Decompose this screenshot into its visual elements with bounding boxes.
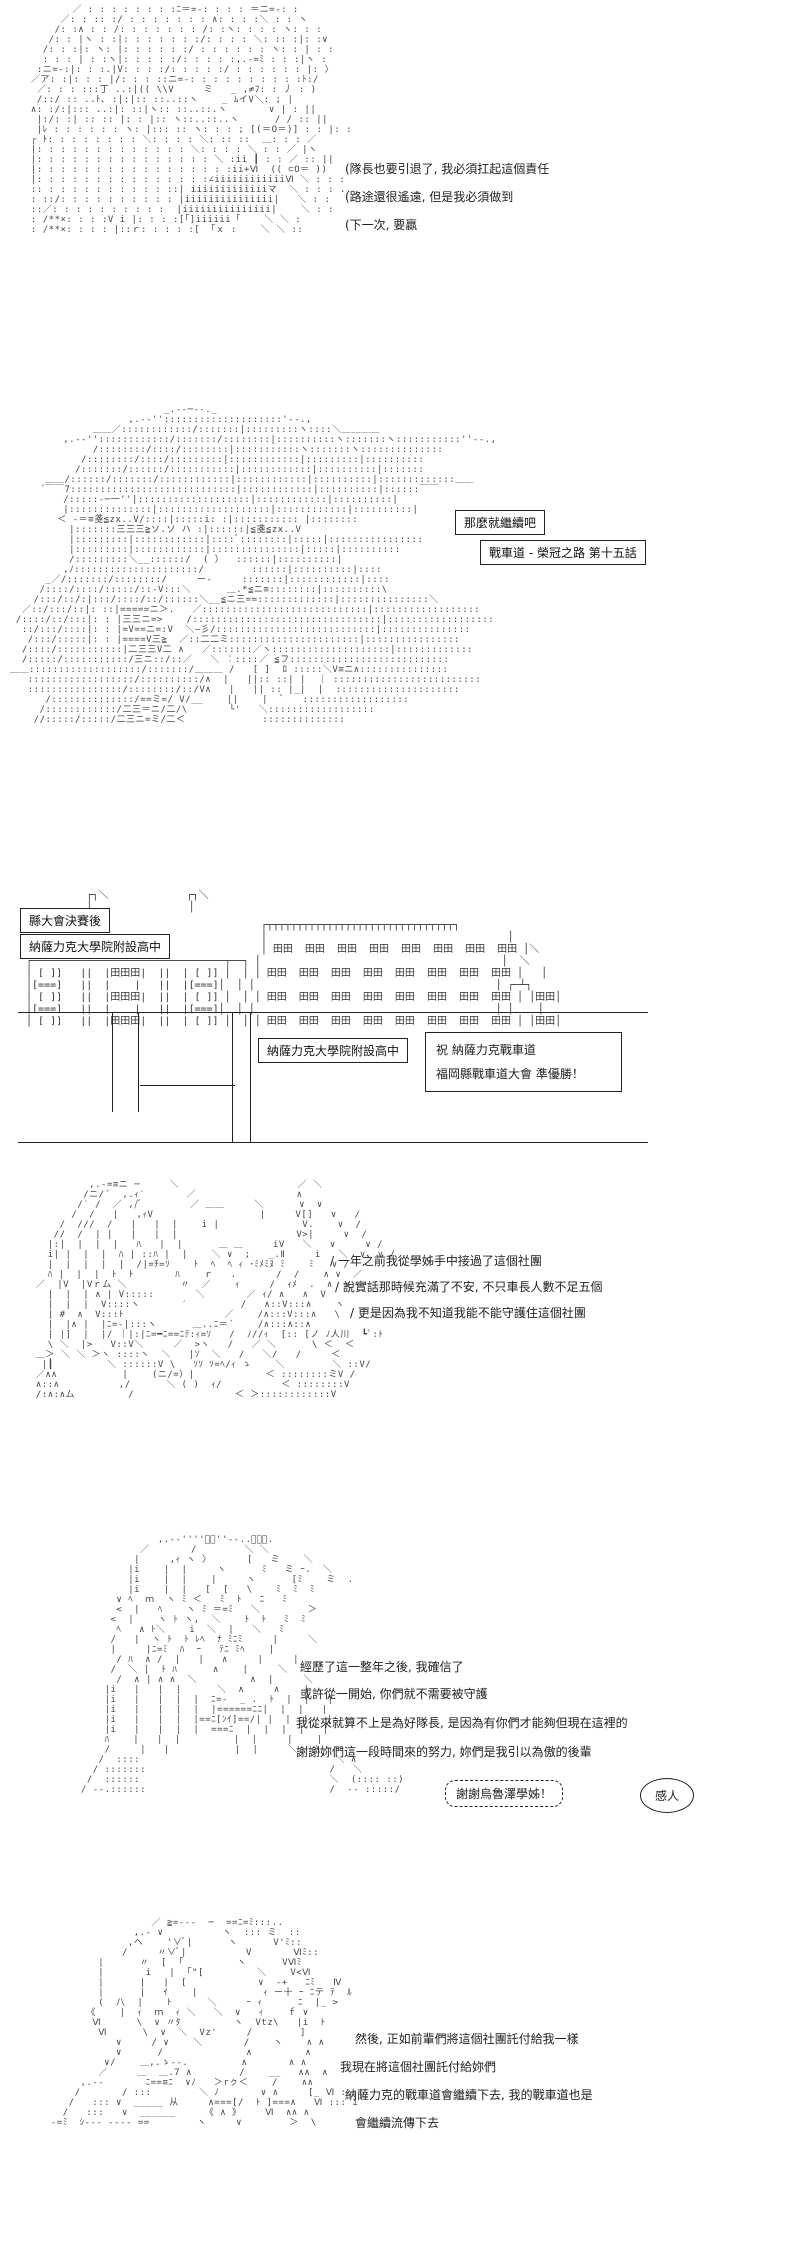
character-art-2: _.-‐─‐-._ ,.-‐''::::::::::::::::::::'‐-.… xyxy=(10,405,497,725)
monologue-line: / 一年之前我從學姊手中接過了這個社團 xyxy=(330,1254,542,1268)
monologue-line: 然後, 正如前輩們將這個社團託付給我一樣 xyxy=(355,2032,579,2046)
banner-line: 福岡縣戰車道大會 準優勝！ xyxy=(436,1067,584,1081)
monologue-line: 我現在將這個社團託付給妳們 xyxy=(340,2060,497,2074)
character-art-5: ,.-‐''''ﾞﾞ''‐-..ﾞﾞﾞ. ／ / ＼ ＼ | ,ｨ ヽ 〉 [ … xyxy=(80,1535,405,1795)
monologue-line: 或許從一開始, 你們就不需要被守護 xyxy=(300,1687,488,1701)
monologue-line: (路途還很遙遠, 但是我必須做到 xyxy=(345,190,514,204)
speech-text: 那麼就繼續吧 xyxy=(464,516,537,530)
speech-bubble: 那麼就繼續吧 xyxy=(455,510,546,535)
banner: 祝 納薩力克戰車道 福岡縣戰車道大會 準優勝！ xyxy=(425,1032,622,1092)
side-text: 感人 xyxy=(655,1789,680,1803)
monologue-line: 經歷了這一整年之後, 我確信了 xyxy=(300,1660,464,1674)
panel-2: _.-‐─‐-._ ,.-‐''::::::::::::::::::::'‐-.… xyxy=(0,400,800,870)
gate-sign-text: 納薩力克大學院附設高中 xyxy=(267,1044,400,1058)
panel-6: ／ ≧=‐‐- ─ ==ﾆ=ﾐ:::.. ,.- ∨ ヽ ::: ミ :: ,ヘ… xyxy=(0,1900,800,2250)
ground-line xyxy=(18,1012,648,1013)
side-bubble: 感人 xyxy=(640,1778,695,1813)
monologue-line: (隊長也要引退了, 我必須扛起這個責任 xyxy=(345,162,550,176)
monologue-line: 納薩力克的戰車道會繼續下去, 我的戰車道也是 xyxy=(345,2088,593,2102)
shout-text: 謝謝烏魯澤學姊！ xyxy=(456,1787,553,1801)
character-art-4: ,.-=≡ニ ─ ＼ ／ ＼ /ニ/´ ,.ｨ′ ／ ∧ /′ / ／ ,/ﾞ … xyxy=(35,1180,396,1400)
monologue-line: 會繼續流傳下去 xyxy=(355,2116,440,2130)
episode-title-box: 戰車道 - 榮冠之路 第十五話 xyxy=(480,540,646,565)
monologue-line: (下一次, 要贏 xyxy=(345,218,418,232)
caption-text: 納薩力克大學院附設高中 xyxy=(29,940,162,954)
panel-1: ／ : : : : : : : :ﾆ＝=-: : : : ＝ニ=-: : ／: … xyxy=(0,0,800,400)
character-art-6: ／ ≧=‐‐- ─ ==ﾆ=ﾐ:::.. ,.- ∨ ヽ ::: ミ :: ,ヘ… xyxy=(50,1918,365,2128)
gate-rail xyxy=(140,1085,235,1086)
banner-line: 祝 納薩力克戰車道 xyxy=(436,1043,536,1057)
character-art-1: ／ : : : : : : : :ﾆ＝=-: : : : ＝ニ=-: : ／: … xyxy=(30,5,353,235)
shout-bubble: 謝謝烏魯澤學姊！ xyxy=(445,1780,564,1807)
school-windows-art: ┌┬┬┬┬┬┬┬┬┬┬┬┬┬┬┬┬┬┬┬┬┬┬┬┬┬┬┬┬┬┬┬┐ │ │ │ … xyxy=(26,920,562,1027)
episode-title: 戰車道 - 榮冠之路 第十五話 xyxy=(489,546,637,560)
gate-sign: 納薩力克大學院附設高中 xyxy=(258,1038,409,1063)
panel-3: ┌┐＼ ┌┐＼ │ │ 縣大會決賽後 納薩力克大學院附設高中 ┌┬┬┬┬┬┬┬┬… xyxy=(0,870,800,1170)
caption-text: 縣大會決賽後 xyxy=(29,914,102,928)
gate-post xyxy=(138,1012,139,1112)
monologue-line: 謝謝妳們這一段時間來的努力, 妳們是我引以為傲的後輩 xyxy=(296,1745,592,1759)
gate-post xyxy=(112,1012,113,1112)
monologue-line: / 更是因為我不知道我能不能守護住這個社團 xyxy=(350,1306,586,1320)
school-building-art: ┌┐＼ ┌┐＼ │ │ xyxy=(86,890,209,913)
ground-line-bottom xyxy=(18,1142,648,1143)
location-caption: 縣大會決賽後 xyxy=(20,908,111,933)
panel-5: ,.-‐''''ﾞﾞ''‐-..ﾞﾞﾞ. ／ / ＼ ＼ | ,ｨ ヽ 〉 [ … xyxy=(0,1530,800,1900)
gate-post xyxy=(250,1012,251,1142)
panel-4: ,.-=≡ニ ─ ＼ ／ ＼ /ニ/´ ,.ｨ′ ／ ∧ /′ / ／ ,/ﾞ … xyxy=(0,1170,800,1530)
gate-post xyxy=(232,1012,233,1142)
school-caption: 納薩力克大學院附設高中 xyxy=(20,934,171,959)
monologue-line: / 說實話那時候充滿了不安, 不只車長人數不足五個 xyxy=(335,1280,603,1294)
monologue-line: 我從來就算不上是為好隊長, 是因為有你們才能夠但現在這裡的 xyxy=(296,1716,628,1730)
